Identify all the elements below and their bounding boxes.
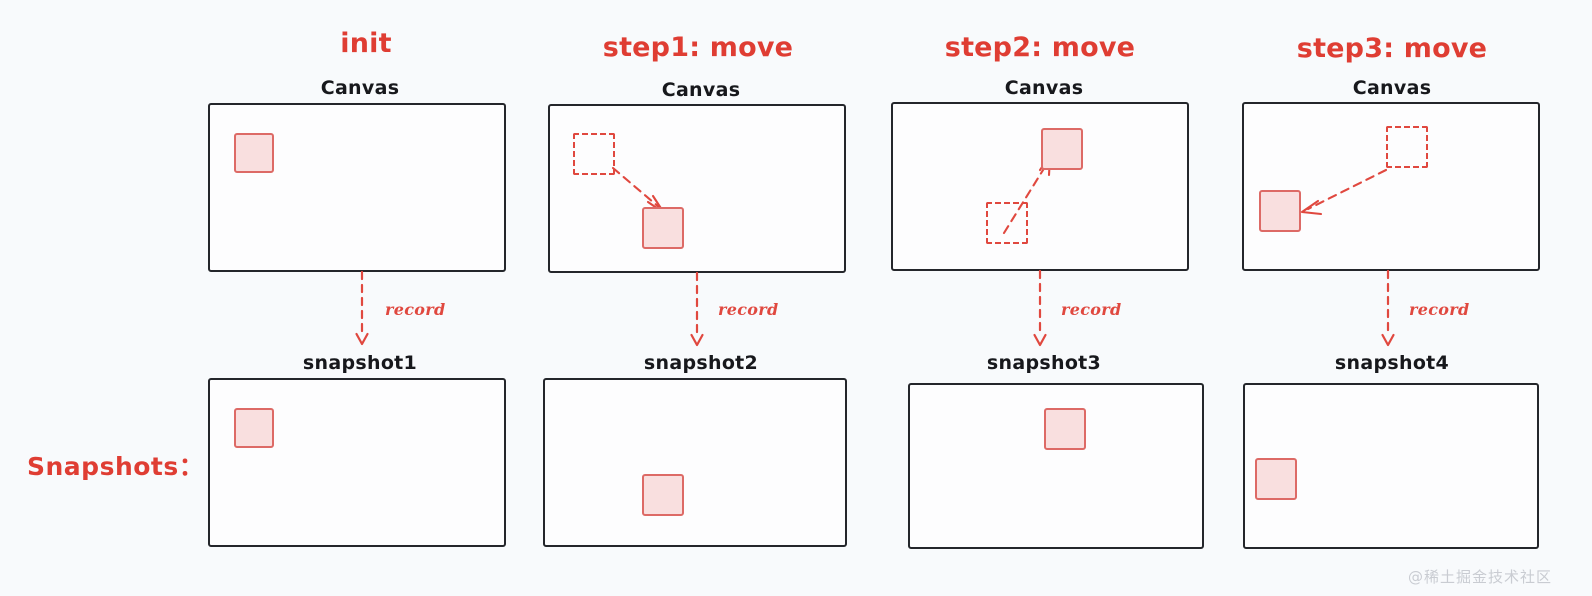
snapshot-caption-2: snapshot2 — [643, 352, 759, 374]
snapshot-frame-1[interactable] — [208, 378, 506, 547]
snapshot-4-square[interactable] — [1255, 458, 1297, 500]
snapshot-caption-1: snapshot1 — [302, 352, 418, 374]
canvas-1-square-current[interactable] — [234, 133, 274, 173]
snapshot-frame-3[interactable] — [908, 383, 1204, 549]
snapshot-frame-4[interactable] — [1243, 383, 1539, 549]
step-title-init: init — [340, 28, 392, 59]
snapshot-caption-4: snapshot4 — [1334, 352, 1450, 374]
canvas-frame-2[interactable] — [548, 104, 846, 273]
snapshot-1-square[interactable] — [234, 408, 274, 448]
step-title-step1: step1: move — [602, 32, 794, 63]
record-label-2: record — [718, 300, 779, 319]
canvas-caption-3: Canvas — [1004, 77, 1084, 99]
canvas-4-square-previous — [1386, 126, 1428, 168]
step-title-step3: step3: move — [1296, 33, 1488, 64]
row-label-snapshots: Snapshots： — [27, 452, 205, 481]
canvas-caption-1: Canvas — [320, 77, 400, 99]
step-title-step2: step2: move — [944, 32, 1136, 63]
record-arrow-1 — [355, 270, 369, 346]
snapshot-caption-3: snapshot3 — [986, 352, 1102, 374]
record-label-1: record — [385, 300, 446, 319]
canvas-frame-3[interactable] — [891, 102, 1189, 271]
snapshot-2-square[interactable] — [642, 474, 684, 516]
canvas-frame-1[interactable] — [208, 103, 506, 272]
canvas-2-square-current[interactable] — [642, 207, 684, 249]
canvas-4-square-current[interactable] — [1259, 190, 1301, 232]
snapshot-3-square[interactable] — [1044, 408, 1086, 450]
canvas-2-square-previous — [573, 133, 615, 175]
record-label-3: record — [1061, 300, 1122, 319]
canvas-frame-4[interactable] — [1242, 102, 1540, 271]
canvas-caption-2: Canvas — [661, 79, 741, 101]
canvas-caption-4: Canvas — [1352, 77, 1432, 99]
snapshot-frame-2[interactable] — [543, 378, 847, 547]
watermark: @稀土掘金技术社区 — [1408, 568, 1553, 586]
record-arrow-2 — [690, 271, 704, 347]
canvas-3-square-current[interactable] — [1041, 128, 1083, 170]
move-arrow-2 — [611, 166, 666, 215]
record-arrow-3 — [1033, 269, 1047, 347]
canvas-3-square-previous — [986, 202, 1028, 244]
record-arrow-4 — [1381, 269, 1395, 347]
record-label-4: record — [1409, 300, 1470, 319]
